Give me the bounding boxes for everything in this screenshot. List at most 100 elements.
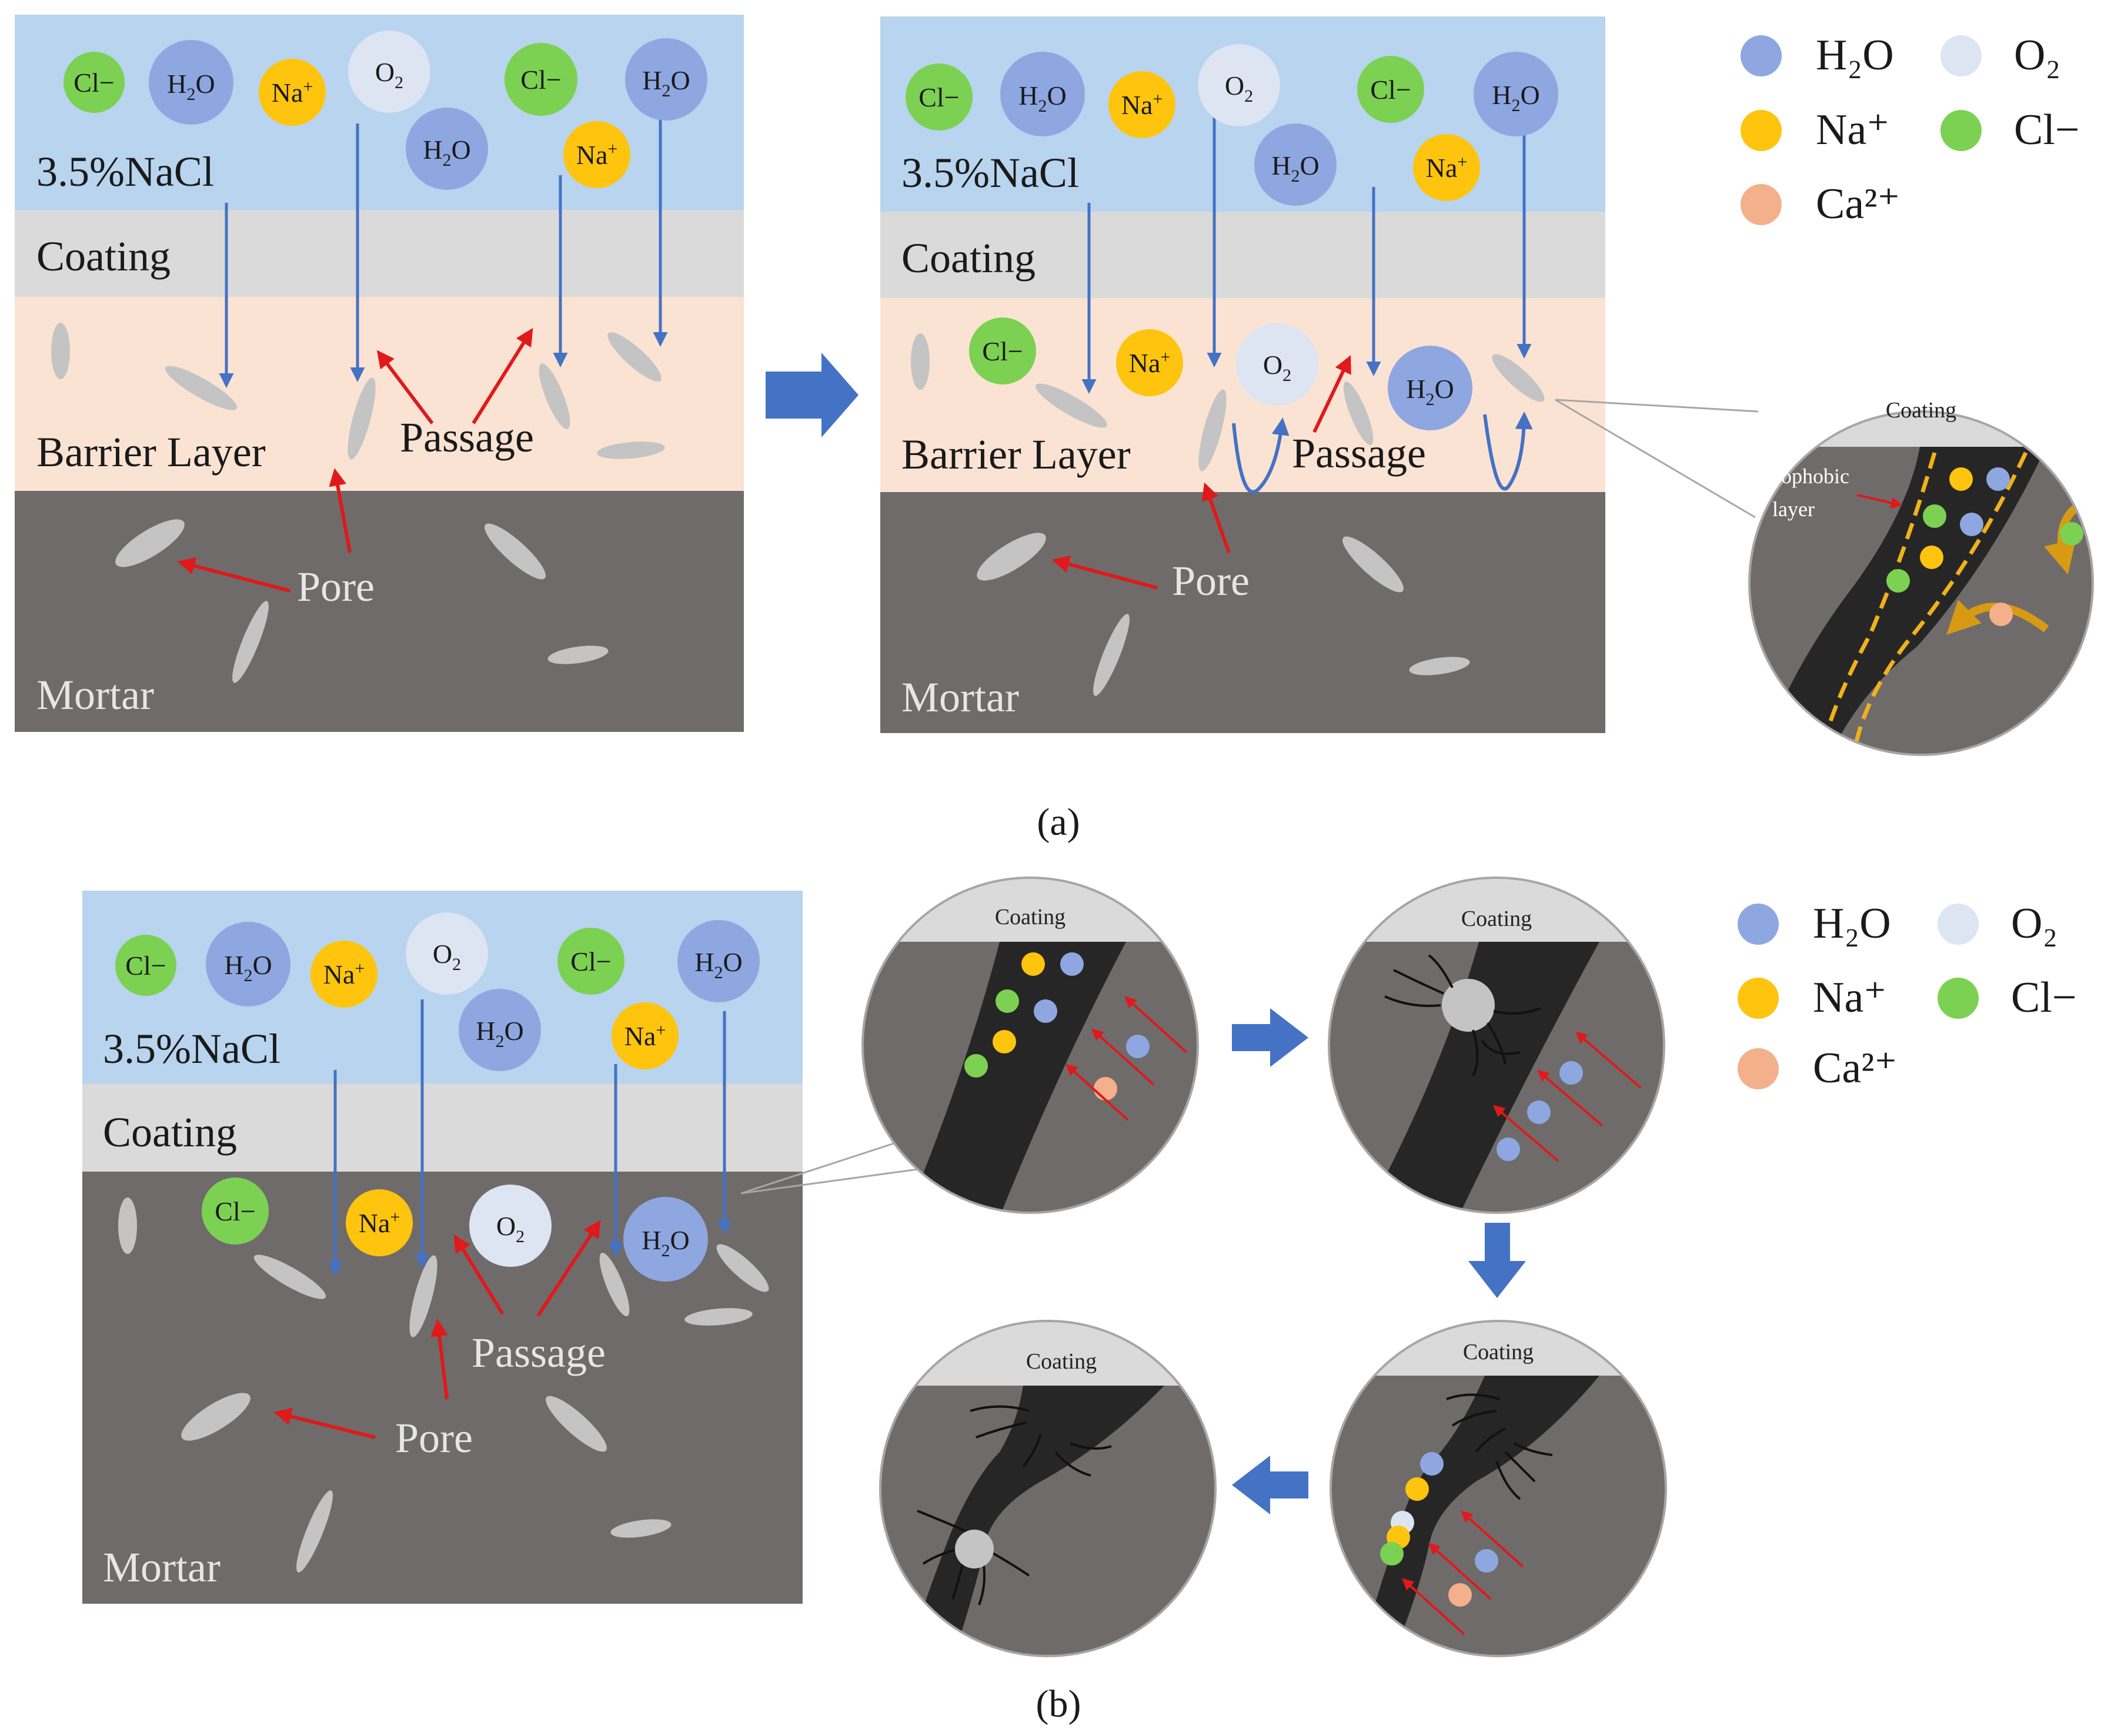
particle-na bbox=[1021, 952, 1045, 976]
ion-cl: Cl− bbox=[557, 928, 624, 995]
pore bbox=[1342, 536, 1404, 593]
particle-h2o bbox=[1126, 1035, 1150, 1058]
passage-label: Passage bbox=[400, 414, 534, 461]
svg-text:Cl−: Cl− bbox=[125, 951, 166, 981]
ion-h2o: H2O bbox=[459, 989, 541, 1071]
svg-text:Cl−: Cl− bbox=[918, 82, 959, 112]
pore-label: Pore bbox=[1172, 557, 1250, 604]
coating-layer bbox=[880, 212, 1605, 298]
red-arrows bbox=[1051, 355, 1351, 590]
zoom-circle-step-2: Coating bbox=[1328, 877, 1665, 1214]
penetration-arrows bbox=[219, 106, 668, 388]
legend-item-o2: O₂ bbox=[1938, 899, 2057, 948]
legend-item-cl: Cl− bbox=[1940, 106, 2080, 154]
mortar-label: Mortar bbox=[901, 674, 1019, 721]
pore bbox=[716, 1244, 769, 1292]
hydrophobic-label: layer bbox=[1772, 497, 1815, 521]
hydrophobic-layer-line bbox=[1821, 452, 1937, 747]
crack bbox=[1364, 942, 1599, 1213]
ion-cl: Cl− bbox=[969, 317, 1036, 384]
svg-text:O2: O2 bbox=[496, 1211, 525, 1246]
pore bbox=[597, 441, 665, 459]
mortar-label: Mortar bbox=[36, 671, 154, 718]
svg-text:Cl−: Cl− bbox=[982, 336, 1023, 366]
legend-b: H₂O O₂ Na⁺ Cl− Ca²⁺ bbox=[1738, 899, 2077, 1092]
ion-na: Na+ bbox=[563, 121, 630, 188]
svg-text:O2: O2 bbox=[375, 57, 403, 92]
pore bbox=[409, 1255, 437, 1337]
coating-label: Coating bbox=[36, 233, 171, 280]
zoom-coating-label: Coating bbox=[1026, 1349, 1097, 1374]
legend-item-cl: Cl− bbox=[1938, 974, 2077, 1022]
svg-text:H2O: H2O bbox=[642, 65, 690, 101]
ion-na: Na+ bbox=[1108, 71, 1175, 138]
hydrophobic-layer-line bbox=[1853, 451, 2028, 747]
svg-text:Na+: Na+ bbox=[624, 1021, 666, 1051]
pore bbox=[165, 366, 238, 410]
particle-ca bbox=[1989, 603, 2013, 626]
repel-arrows bbox=[1232, 412, 1533, 494]
pore bbox=[1093, 614, 1130, 696]
particle-cl bbox=[1886, 569, 1910, 593]
mortar-layer bbox=[15, 491, 744, 732]
svg-text:Na+: Na+ bbox=[359, 1207, 400, 1238]
particle-na bbox=[1949, 467, 1973, 491]
panel-b-left: Cl− H2O Na+ O2 H2O Cl− Na+ H2O bbox=[82, 891, 803, 1604]
pore bbox=[296, 1490, 333, 1573]
particle-h2o bbox=[1527, 1101, 1551, 1124]
pore bbox=[1409, 657, 1470, 675]
particle-na bbox=[993, 1030, 1016, 1053]
barrier-label: Barrier Layer bbox=[36, 429, 266, 476]
zoom-coating-label: Coating bbox=[1886, 398, 1956, 423]
svg-text:Na⁺: Na⁺ bbox=[1816, 106, 1889, 154]
zoom-coating-label: Coating bbox=[1461, 907, 1532, 931]
ion-cl: Cl− bbox=[202, 1178, 269, 1245]
passage-label: Passage bbox=[472, 1329, 606, 1376]
ion-o2: O2 bbox=[1236, 323, 1318, 406]
svg-text:Ca²⁺: Ca²⁺ bbox=[1813, 1044, 1897, 1092]
svg-text:O₂: O₂ bbox=[2014, 31, 2060, 79]
ion-cl: Cl− bbox=[906, 63, 973, 131]
pore bbox=[1035, 383, 1108, 428]
legend-item-h2o: H₂O bbox=[1741, 31, 1894, 79]
particle-cl bbox=[1380, 1542, 1404, 1566]
u-turn-arrow-icon bbox=[1483, 412, 1533, 491]
svg-text:Na+: Na+ bbox=[1129, 347, 1171, 378]
pore bbox=[485, 523, 546, 580]
svg-text:H2O: H2O bbox=[1018, 81, 1066, 116]
ion-cl: Cl− bbox=[64, 52, 125, 113]
coating-layer bbox=[15, 210, 744, 297]
pores bbox=[118, 1198, 769, 1573]
nacl-label: 3.5%NaCl bbox=[901, 149, 1079, 196]
ion-o2: O2 bbox=[406, 912, 488, 995]
svg-text:H₂O: H₂O bbox=[1813, 899, 1891, 948]
pore bbox=[232, 601, 269, 683]
nacl-label: 3.5%NaCl bbox=[36, 148, 214, 195]
svg-text:H2O: H2O bbox=[423, 135, 470, 170]
svg-text:Cl−: Cl− bbox=[570, 946, 611, 976]
ion-o2: O2 bbox=[1198, 44, 1280, 126]
penetration-arrows bbox=[328, 999, 732, 1276]
ion-cl: Cl− bbox=[1357, 56, 1424, 123]
pore bbox=[1343, 381, 1374, 446]
svg-text:H2O: H2O bbox=[1406, 374, 1454, 409]
ion-h2o: H2O bbox=[206, 922, 290, 1006]
svg-text:Na+: Na+ bbox=[323, 959, 365, 989]
mortar-label: Mortar bbox=[103, 1544, 221, 1591]
pore bbox=[911, 333, 930, 390]
pore bbox=[348, 377, 376, 460]
barrier-label: Barrier Layer bbox=[901, 431, 1131, 478]
particle-h2o bbox=[1497, 1138, 1520, 1161]
zoom-coating-label: Coating bbox=[1463, 1340, 1534, 1364]
pore bbox=[1198, 389, 1227, 471]
crack bbox=[906, 1386, 1164, 1656]
pore bbox=[610, 1519, 672, 1538]
ion-na: Na+ bbox=[310, 941, 378, 1008]
svg-text:H2O: H2O bbox=[167, 69, 215, 104]
svg-text:Cl−: Cl− bbox=[215, 1196, 255, 1226]
pore-label: Pore bbox=[297, 563, 375, 610]
particle-cl bbox=[1923, 504, 1946, 528]
svg-text:O2: O2 bbox=[1263, 350, 1291, 385]
svg-text:Na⁺: Na⁺ bbox=[1813, 974, 1886, 1022]
coating-label: Coating bbox=[103, 1109, 237, 1156]
